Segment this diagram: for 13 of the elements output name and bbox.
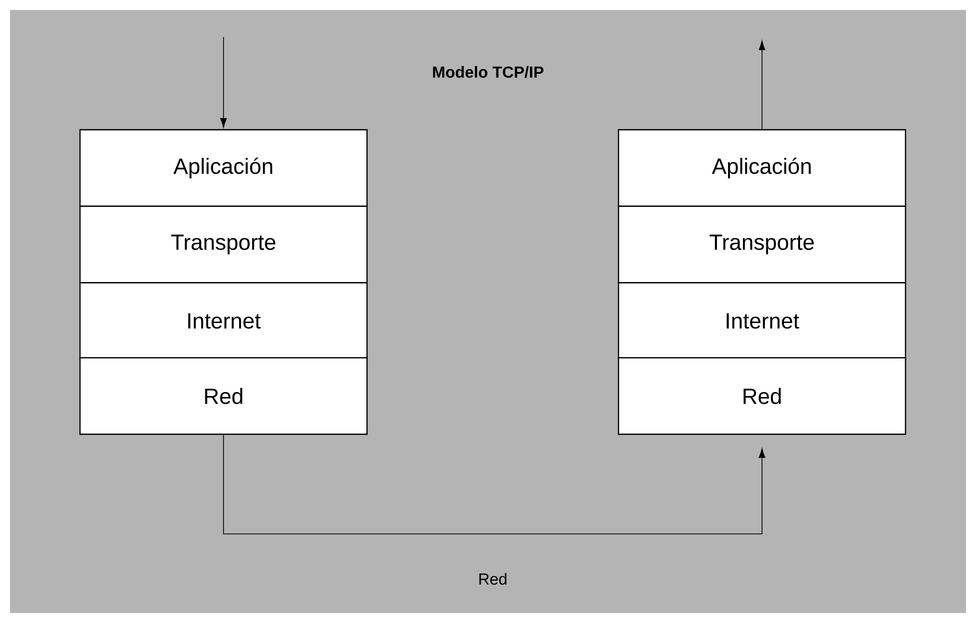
layer-box: Red: [79, 357, 368, 435]
layer-box: Transporte: [618, 206, 906, 284]
layer-box: Aplicación: [79, 129, 368, 207]
arrow: [223, 434, 766, 534]
title: Modelo TCP/IP: [433, 66, 544, 78]
layer-box: Aplicación: [618, 129, 906, 207]
layer-box: Internet: [618, 282, 906, 360]
layer-box: Red: [618, 357, 906, 435]
layer-box: Transporte: [79, 206, 368, 284]
arrow: [758, 40, 766, 130]
edge-label: Red: [476, 570, 510, 587]
arrow: [220, 118, 227, 128]
layer-box: Internet: [79, 282, 368, 360]
